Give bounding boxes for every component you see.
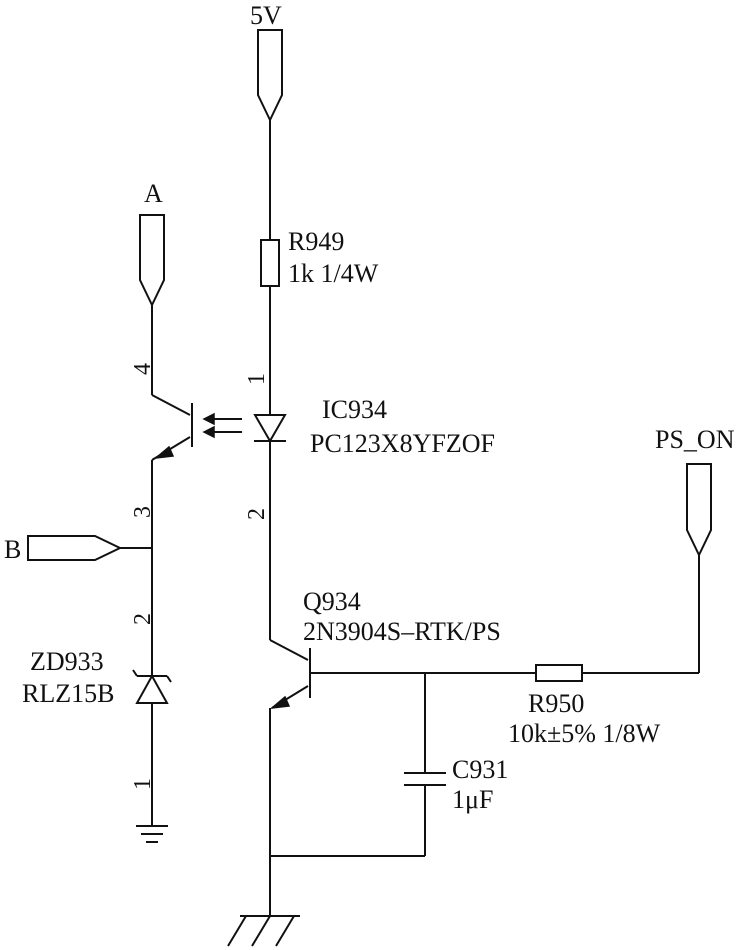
capacitor-c931 bbox=[404, 772, 446, 786]
port-a-label: A bbox=[144, 179, 163, 208]
photo-pin-3: 3 bbox=[130, 506, 156, 518]
port-b-label: B bbox=[4, 535, 21, 564]
r949-ref: R949 bbox=[288, 227, 344, 256]
zd933-ref: ZD933 bbox=[30, 647, 104, 676]
phototransistor-ic934 bbox=[151, 394, 193, 461]
r950-ref: R950 bbox=[528, 689, 584, 718]
port-ps-on-label: PS_ON bbox=[655, 425, 735, 454]
zener-pin-1: 1 bbox=[130, 778, 156, 790]
chassis-ground-icon bbox=[227, 915, 300, 947]
q934-part: 2N3904S–RTK/PS bbox=[303, 617, 501, 646]
c931-ref: C931 bbox=[452, 755, 508, 784]
ic934-part: PC123X8YFZOF bbox=[310, 429, 495, 458]
r950-value: 10k±5% 1/8W bbox=[508, 719, 661, 748]
c931-value: 1μF bbox=[452, 785, 493, 814]
led-pin-2: 2 bbox=[244, 508, 270, 520]
resistor-r949 bbox=[260, 239, 280, 287]
port-ps-on bbox=[686, 463, 712, 558]
ground-icon bbox=[136, 825, 168, 843]
zener-zd933 bbox=[132, 669, 172, 704]
resistor-r950 bbox=[535, 664, 583, 682]
light-arrows-icon bbox=[202, 412, 242, 439]
led-pin-1: 1 bbox=[244, 373, 270, 385]
vcc-label: 5V bbox=[250, 1, 282, 30]
r949-value: 1k 1/4W bbox=[288, 259, 379, 288]
led-ic934 bbox=[253, 414, 287, 444]
ic934-ref: IC934 bbox=[322, 395, 387, 424]
q934-ref: Q934 bbox=[303, 587, 361, 616]
port-b bbox=[27, 535, 123, 561]
zener-pin-2: 2 bbox=[130, 613, 156, 625]
port-a bbox=[139, 214, 165, 308]
transistor-q934 bbox=[269, 639, 311, 710]
photo-pin-4: 4 bbox=[130, 363, 156, 375]
zd933-part: RLZ15B bbox=[22, 679, 114, 708]
vcc-port bbox=[257, 29, 283, 123]
